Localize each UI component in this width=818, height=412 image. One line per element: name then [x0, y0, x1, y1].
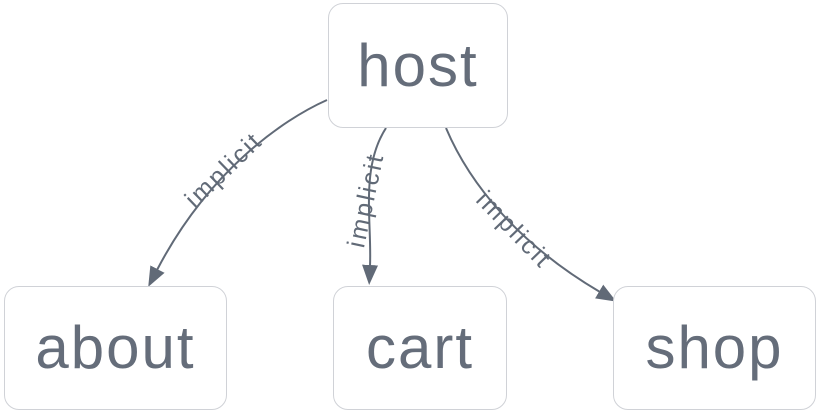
edge-host-about — [148, 99, 328, 287]
edge-host-cart — [362, 127, 387, 285]
edge-label: implicit — [342, 150, 389, 250]
node-label: cart — [365, 314, 475, 381]
edge-label: implicit — [470, 186, 557, 275]
node-host[interactable]: host — [328, 3, 508, 128]
node-cart[interactable]: cart — [333, 286, 507, 410]
edge-label: implicit — [180, 126, 269, 213]
edge-host-shop — [445, 127, 617, 302]
node-about[interactable]: about — [4, 286, 227, 410]
node-label: host — [357, 31, 479, 99]
node-label: shop — [645, 314, 784, 381]
node-label: about — [35, 314, 196, 381]
node-shop[interactable]: shop — [613, 286, 816, 410]
